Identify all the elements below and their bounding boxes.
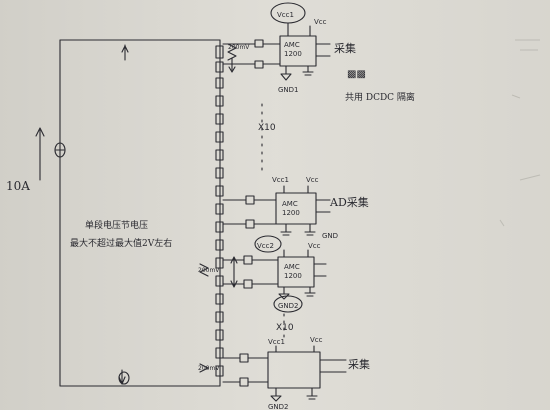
chip-part-mid2: 1200 <box>284 272 302 280</box>
bottom-module-note: 采集 <box>348 357 370 371</box>
battery-cell-stack <box>215 45 224 377</box>
amc1200-chip-bottom <box>267 351 321 389</box>
amc1200-chip-mid2 <box>277 256 315 288</box>
module-mid-2: Vcc2 Vcc AMC 1200 200mV GND2 <box>198 235 327 313</box>
resistor-label-top: 200mV <box>228 44 250 51</box>
gnd-label-mid1: GND <box>322 232 338 240</box>
chip-name-mid2: AMC <box>284 263 300 271</box>
module-bottom: Vcc1 Vcc 200mV 采集 GND2 <box>198 336 370 410</box>
vcc1-label-mid1: Vcc1 <box>272 176 289 184</box>
loop-node-bottom <box>118 371 130 385</box>
repeat-label-1: X10 <box>258 123 276 133</box>
loop-arrow-top <box>121 44 129 61</box>
top-module-note: 采集 <box>334 41 356 55</box>
chip-part-top: 1200 <box>284 50 302 58</box>
paper-bleed-marks <box>499 39 541 227</box>
gnd1-label-top: GND1 <box>278 86 299 94</box>
top-module-scribble: ▩▩ <box>347 69 366 80</box>
amc1200-chip-mid1 <box>275 192 317 225</box>
vcc-label-mid2: Vcc <box>308 242 321 250</box>
note-line-2: 最大不超过最大值2V左右 <box>70 237 172 249</box>
resistor-label-bottom: 200mV <box>198 365 220 372</box>
vcc-label-top: Vcc <box>314 18 327 26</box>
gnd2-label-bottom: GND2 <box>268 403 289 410</box>
current-label: 10A <box>6 179 30 193</box>
top-module-note-2: 共用 DCDC 隔离 <box>345 91 415 103</box>
current-arrow <box>35 127 45 181</box>
vcc2-circle <box>254 235 282 253</box>
amc1200-chip-top <box>279 35 317 67</box>
gnd2-circle <box>273 295 303 313</box>
vcc-label-mid1: Vcc <box>306 176 319 184</box>
note-line-1: 单段电压节电压 <box>85 219 148 231</box>
chip-name-top: AMC <box>284 41 300 49</box>
module-mid-1: Vcc1 Vcc AMC 1200 AD采集 GND <box>222 176 369 240</box>
main-current-loop <box>59 39 221 387</box>
chip-part-mid1: 1200 <box>282 209 300 217</box>
vcc1-label-top: Vcc1 <box>277 11 294 19</box>
gnd2-label-mid: GND2 <box>278 302 299 310</box>
mid1-module-note: AD采集 <box>329 195 369 209</box>
ammeter-symbol <box>54 142 66 158</box>
repeat-label-2: X10 <box>276 323 294 333</box>
module-top: Vcc1 Vcc AMC 1200 200mV GND1 采集 ▩▩ 共用 DC… <box>222 2 415 103</box>
vcc-label-bottom: Vcc <box>310 336 323 344</box>
chip-name-mid1: AMC <box>282 200 298 208</box>
vcc2-label: Vcc2 <box>257 242 274 250</box>
resistor-label-mid: 200mV <box>198 267 220 274</box>
vcc1-label-bottom: Vcc1 <box>268 338 285 346</box>
